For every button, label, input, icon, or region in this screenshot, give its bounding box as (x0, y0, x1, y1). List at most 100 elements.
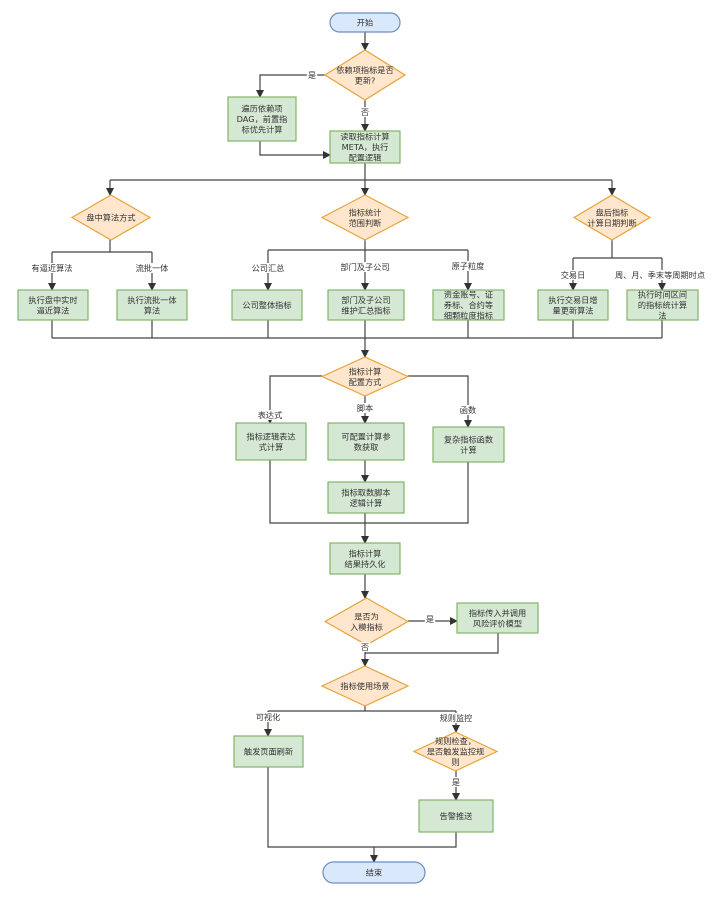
edge-label-script: 脚本 (357, 403, 373, 413)
decision-shape (320, 356, 410, 397)
edge-label-bg (450, 261, 486, 271)
node-page-refresh: 触发页面刷新 (233, 735, 304, 768)
process-shape (227, 96, 297, 142)
decision-shape (70, 194, 152, 241)
node-text: 可配置计算参 (341, 431, 390, 441)
node-text: 指标计算 (349, 548, 382, 558)
edge-label-rule-yes: 是 (452, 777, 460, 787)
edge-label-bg (458, 405, 478, 415)
process-shape (327, 289, 405, 321)
node-text: 的指标统计算 (638, 300, 687, 310)
decision-shape (323, 49, 407, 101)
node-text: 盘后指标 (596, 207, 629, 217)
connector-line (259, 141, 331, 159)
node-text: 指标统计 (349, 207, 382, 217)
node-text: 开始 (357, 18, 373, 28)
node-text: 执行盘中实时 (28, 295, 77, 305)
process-shape (17, 289, 89, 321)
edge-label-bg (612, 270, 708, 280)
edge-label-bg (30, 263, 74, 273)
node-text: 指标使用场景 (340, 681, 389, 691)
process-shape (456, 602, 539, 634)
node-text: 量更新算法 (553, 305, 594, 315)
node-end: 结束 (322, 861, 426, 884)
process-shape (329, 130, 401, 164)
node-text: META，执行 (342, 142, 389, 152)
decision-shape (412, 731, 499, 772)
node-text: 细颗粒度指标 (444, 311, 493, 321)
node-text: 入模指标 (350, 622, 383, 632)
terminal-shape (322, 861, 426, 884)
decision-shape (572, 194, 652, 241)
node-text: DAG，前置指 (237, 114, 288, 124)
node-text: 更新? (355, 75, 376, 85)
node-text: 指标计算 (349, 366, 382, 376)
node-text: 盘中算法方式 (86, 213, 135, 223)
process-shape (116, 289, 188, 321)
edge-label-trading-day: 交易日 (561, 270, 586, 280)
node-text: 指标逻辑表达 (246, 431, 295, 441)
connector-line (365, 633, 499, 654)
node-usage-scene: 指标使用场景 (320, 665, 410, 707)
node-text: 资金账号、证 (444, 290, 493, 300)
edge-label-expression: 表达式 (258, 410, 283, 420)
node-text: 维护汇总指标 (341, 305, 390, 315)
node-text: 规则检查， (435, 736, 476, 746)
edge-label-visual: 可视化 (256, 712, 281, 722)
terminal-shape (329, 12, 401, 33)
node-start: 开始 (329, 12, 401, 33)
node-text: 则 (451, 757, 459, 767)
edge-label-period: 周、月、季末等周期时点 (615, 270, 705, 280)
process-shape (432, 426, 505, 463)
edge-label-bg (359, 107, 371, 117)
edge-label-approx: 有逼近算法 (32, 263, 73, 273)
node-text: 计算 (460, 445, 476, 455)
node-text: 告警推送 (440, 811, 473, 821)
node-text: 执行交易日增 (548, 295, 597, 305)
node-text: 遍历依赖项 (242, 104, 283, 114)
connector-line (267, 767, 457, 848)
node-text: 范围判断 (349, 218, 382, 228)
connector-line (408, 375, 472, 428)
node-text: 标优先计算 (242, 125, 283, 135)
node-text: 配置方式 (349, 377, 382, 387)
node-text: 数获取 (354, 442, 379, 452)
process-shape (235, 422, 307, 461)
edge-label-bg (438, 713, 474, 723)
connector-line (269, 460, 469, 524)
node-text: 逻辑计算 (350, 498, 383, 508)
node-text: 计算日期判断 (587, 218, 636, 228)
edge-label-bg (424, 614, 436, 624)
node-text: 风险评价模型 (473, 618, 522, 628)
node-text: 复杂指标函数 (444, 434, 493, 444)
node-text: 逼近算法 (37, 305, 70, 315)
edge-label-bg (256, 410, 284, 420)
node-text: 触发页面刷新 (244, 747, 293, 757)
process-shape (329, 542, 401, 575)
edge-label-bg (359, 642, 371, 652)
node-text: 结果持久化 (345, 559, 386, 569)
edge-label-bg (250, 263, 286, 273)
process-shape (327, 422, 405, 461)
node-company-total: 公司整体指标 (231, 289, 303, 321)
process-shape (327, 481, 405, 514)
decision-shape (320, 194, 410, 241)
edge-label-bg (450, 777, 462, 787)
edge-label-model-no: 否 (361, 642, 369, 652)
